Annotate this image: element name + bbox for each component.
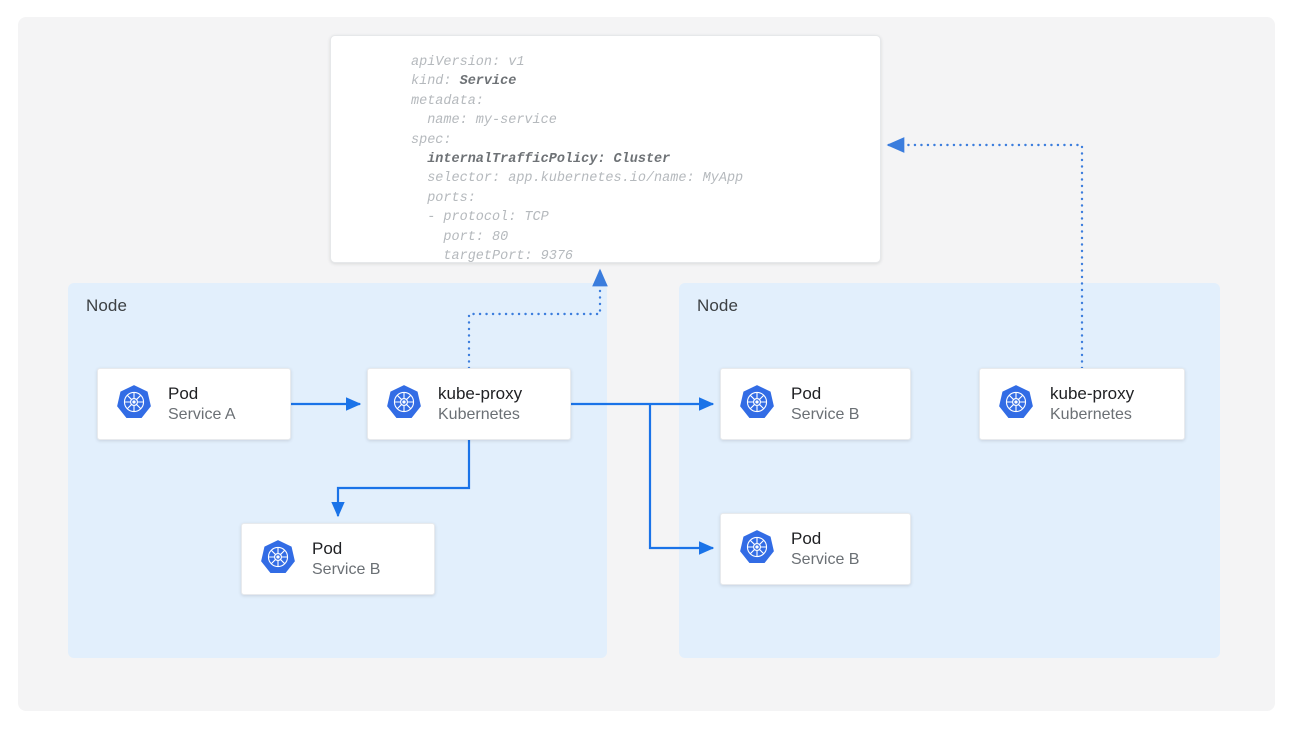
card-title: Pod [168,383,199,403]
card-pod-service-b-bottom[interactable]: Pod Service B [720,513,911,585]
kubernetes-icon [998,384,1034,425]
card-kube-proxy-right[interactable]: kube-proxy Kubernetes [979,368,1185,440]
card-text-block: kube-proxy Kubernetes [1050,384,1134,424]
card-kube-proxy-left[interactable]: kube-proxy Kubernetes [367,368,571,440]
kubernetes-icon [116,384,152,425]
yaml-line: spec: [411,132,452,148]
kubernetes-icon [739,384,775,425]
service-manifest-code: apiVersion: v1 kind: Service metadata: n… [411,53,744,263]
node-label-left: Node [86,296,128,315]
yaml-line: port: 80 [411,229,509,245]
card-text-block: Pod Service B [312,539,380,579]
node-container-right [679,283,1220,658]
node-label-right: Node [697,296,739,315]
yaml-line: name: my-service [411,113,557,129]
kubernetes-icon [386,384,422,425]
card-subtitle: Service B [312,560,381,578]
yaml-line: kind: [411,74,460,90]
card-subtitle: Service B [791,550,860,568]
card-pod-service-b-top[interactable]: Pod Service B [720,368,911,440]
card-subtitle: Service A [168,405,236,423]
yaml-line: ports: [411,190,476,206]
card-pod-service-a[interactable]: Pod Service A [97,368,291,440]
yaml-line: apiVersion: v1 [411,55,525,70]
yaml-line: targetPort: 9376 [411,249,574,263]
yaml-line: metadata: [411,93,484,109]
yaml-line: selector: app.kubernetes.io/name: MyApp [411,171,744,187]
card-pod-service-b-local[interactable]: Pod Service B [241,523,435,595]
card-title: Pod [791,528,822,548]
card-title: kube-proxy [438,383,523,403]
kubernetes-icon [739,529,775,570]
card-title: Pod [312,538,343,558]
node-container-left [68,283,607,658]
card-text-block: Pod Service B [791,529,859,569]
card-text-block: kube-proxy Kubernetes [438,384,522,424]
yaml-line-kind-value: Service [459,74,517,90]
service-manifest-panel: apiVersion: v1 kind: Service metadata: n… [330,35,881,263]
yaml-line: - protocol: TCP [411,210,549,226]
card-subtitle: Kubernetes [438,405,520,423]
card-title: kube-proxy [1050,383,1135,403]
card-title: Pod [791,383,822,403]
yaml-line-internal-traffic-policy: internalTrafficPolicy: Cluster [411,152,671,168]
card-subtitle: Service B [791,405,860,423]
kubernetes-icon [260,539,296,580]
card-text-block: Pod Service A [168,384,236,424]
card-text-block: Pod Service B [791,384,859,424]
card-subtitle: Kubernetes [1050,405,1132,423]
